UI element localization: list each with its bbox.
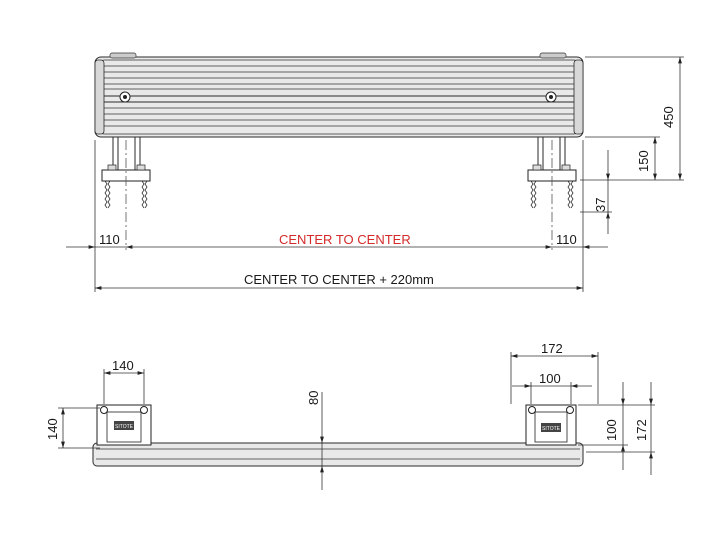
right-mount-plate: SITOTE (525, 404, 577, 446)
dim-height-total: 450 (661, 106, 676, 128)
right-plate-label: SITOTE (542, 426, 561, 432)
dim-right-offset: 110 (556, 232, 577, 247)
front-view: 110 CENTER TO CENTER 110 CENTER TO CENTE… (66, 52, 684, 292)
dim-right-height-outer: 172 (634, 419, 649, 441)
plan-view: SITOTE SITOTE 140 140 80 172 (45, 341, 655, 490)
dim-height-bracket: 150 (636, 150, 651, 172)
heater-body (94, 56, 584, 138)
left-bracket (101, 137, 151, 250)
dim-center-to-center: CENTER TO CENTER (279, 232, 411, 247)
dim-depth: 80 (306, 391, 321, 405)
left-plate-label: SITOTE (115, 424, 134, 430)
dim-right-inner: 100 (539, 371, 561, 386)
dim-left-height: 140 (45, 418, 60, 440)
left-mount-plate: SITOTE (96, 404, 152, 446)
heater-plan-body (92, 442, 584, 467)
right-bracket (527, 137, 577, 250)
dim-left-width: 140 (112, 358, 134, 373)
dim-right-outer: 172 (541, 341, 563, 356)
dim-right-height-inner: 100 (604, 419, 619, 441)
dim-total-width: CENTER TO CENTER + 220mm (244, 272, 434, 287)
dim-left-offset: 110 (99, 232, 120, 247)
dim-height-foot: 37 (593, 198, 608, 212)
